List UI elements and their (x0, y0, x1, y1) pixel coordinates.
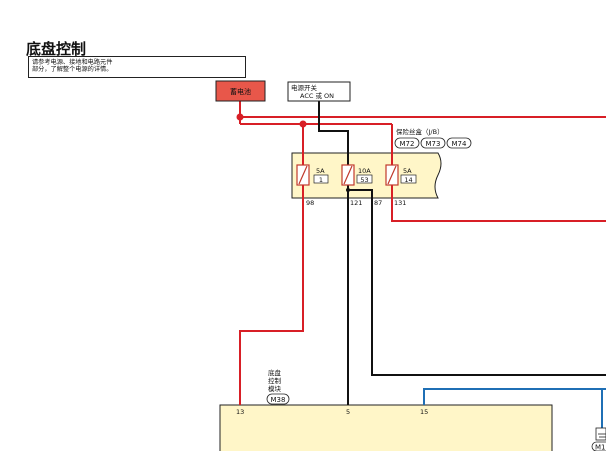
battery-box (215, 80, 266, 102)
fuse-number: 1 (319, 176, 323, 184)
fuse-number-box (400, 174, 417, 184)
fuse-rating: 5A (403, 167, 412, 175)
pin-121-splice (346, 188, 350, 192)
module-connector-label: M38 (271, 396, 286, 404)
fuse-number: 14 (404, 176, 412, 184)
module-connector-oval (266, 393, 290, 405)
fuse-number-box (313, 174, 329, 184)
fuse-pin-87: 87 (374, 199, 382, 207)
fuse-pin-98: 98 (306, 199, 314, 207)
page-title: 底盘控制 (26, 40, 87, 58)
fuse-pin-121: 121 (350, 199, 362, 207)
edge-connector-oval (591, 441, 606, 451)
fuse-number: 53 (360, 176, 368, 184)
fuse-link (298, 165, 308, 185)
red-wires (239, 101, 606, 405)
reference-note-line-1: 请参考电源、接地和电路元件 (32, 59, 113, 66)
power-switch-line-2: ACC 或 ON (300, 91, 334, 100)
fuse-1-splice (299, 120, 307, 128)
module-name-line-2: 控制 (268, 376, 282, 385)
reference-note-line-2: 部分，了解整个电源的详情。 (32, 66, 113, 73)
module-pin-15: 15 (420, 408, 428, 416)
connector-oval-0 (394, 137, 420, 149)
module-pin-5: 5 (346, 408, 350, 416)
chassis-control-module-body (219, 404, 553, 451)
fuse-number-box (356, 174, 373, 184)
battery-splice (236, 113, 244, 121)
module-name-line-3: 模块 (268, 384, 282, 393)
fuse-link (387, 165, 397, 185)
edge-connector-label: M1 (595, 444, 606, 451)
power-switch-line-1: 电源开关 (291, 83, 318, 92)
connector-label-1: M73 (426, 140, 441, 148)
fuse-pin-131: 131 (394, 199, 406, 207)
reference-note: 请参考电源、接地和电路元件 部分，了解整个电源的详情。 (28, 56, 246, 78)
connector-label-0: M72 (400, 140, 415, 148)
fuse-1: 5A 1 (296, 164, 329, 186)
connector-oval-1 (420, 137, 446, 149)
module-pin-13: 13 (236, 408, 244, 416)
fuse-link (343, 165, 353, 185)
module-name-line-1: 底盘 (268, 368, 282, 377)
fuse-box-label: 保险丝盒（J/B） (396, 127, 444, 136)
battery-label: 蓄电池 (230, 87, 251, 96)
fuse-14: 5A 14 (385, 164, 417, 186)
fuse-rating: 10A (358, 167, 371, 175)
fuse-rating: 5A (316, 167, 325, 175)
pin-87-wire (348, 189, 606, 376)
pin-15-wire (423, 388, 606, 405)
power-switch-box (287, 81, 351, 102)
fuse-53: 10A 53 (341, 164, 373, 186)
black-wires (318, 101, 606, 405)
fuse-14-output-wire (391, 185, 606, 222)
connector-oval-2 (446, 137, 472, 149)
ignition-feed-wire (318, 101, 349, 165)
fuse-1-output-wire (239, 185, 304, 405)
connector-label-2: M74 (452, 140, 467, 148)
fuse-box-connectors: M72 M73 M74 (394, 137, 472, 149)
